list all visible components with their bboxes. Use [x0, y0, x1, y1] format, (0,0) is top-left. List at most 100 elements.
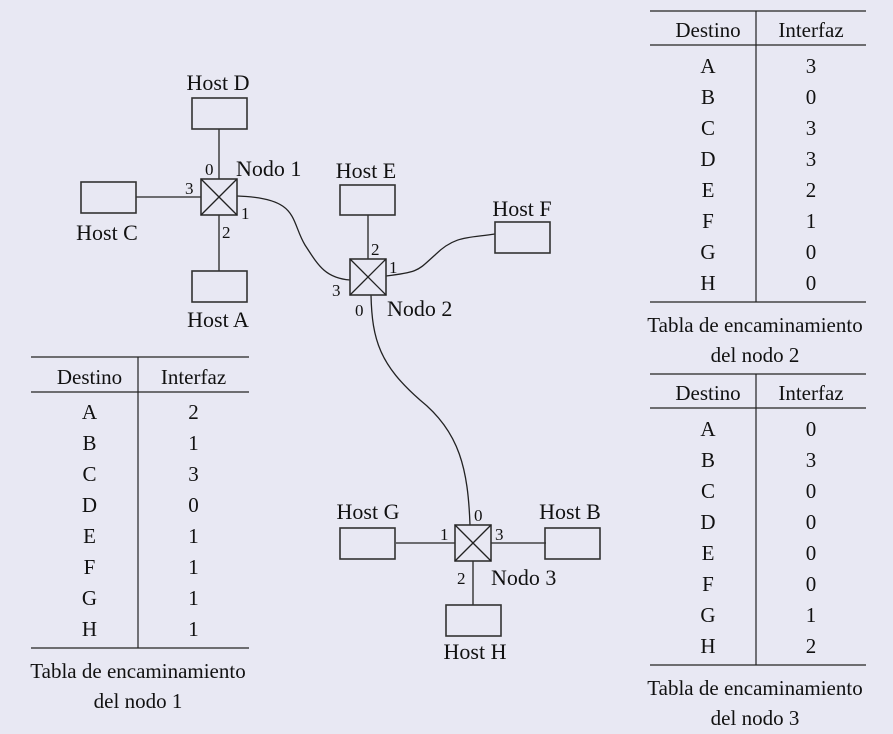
host-h: Host H [444, 604, 507, 664]
cell-destino: G [82, 586, 97, 610]
cell-destino: C [701, 479, 715, 503]
cell-interfaz: 2 [188, 400, 199, 424]
header-destino: Destino [675, 18, 740, 42]
node-1-port-2: 2 [222, 223, 231, 242]
host-e-box [339, 184, 396, 216]
node-2-cross-icon [349, 258, 387, 296]
node-1-port-1: 1 [241, 204, 250, 223]
node-3-box [454, 524, 492, 562]
host-b: Host B [539, 499, 601, 560]
table-caption-line1: Tabla de encaminamiento [647, 313, 862, 337]
cell-destino: E [702, 541, 715, 565]
cell-interfaz: 0 [806, 85, 817, 109]
cell-destino: C [82, 462, 96, 486]
cell-destino: B [701, 85, 715, 109]
host-f: Host F [492, 196, 552, 254]
table-caption-line2: del nodo 3 [711, 706, 800, 730]
host-a-box [191, 270, 248, 303]
host-g-box [339, 527, 396, 560]
cell-destino: B [82, 431, 96, 455]
cell-interfaz: 3 [806, 147, 817, 171]
cell-destino: H [700, 634, 715, 658]
host-g-label: Host G [337, 499, 400, 524]
cell-interfaz: 0 [188, 493, 199, 517]
table-caption-line1: Tabla de encaminamiento [30, 659, 245, 683]
node-3-cross-icon [454, 524, 492, 562]
cell-destino: C [701, 116, 715, 140]
cell-destino: F [702, 572, 714, 596]
cell-interfaz: 2 [806, 178, 817, 202]
cell-destino: G [700, 240, 715, 264]
cell-destino: H [82, 617, 97, 641]
cell-interfaz: 3 [806, 116, 817, 140]
node-3-port-2: 2 [457, 569, 466, 588]
cell-interfaz: 0 [806, 271, 817, 295]
header-interfaz: Interfaz [778, 18, 843, 42]
cell-interfaz: 1 [188, 524, 199, 548]
cell-destino: A [82, 400, 98, 424]
node-3-port-0: 0 [474, 506, 483, 525]
host-f-label: Host F [492, 196, 551, 221]
host-b-label: Host B [539, 499, 601, 524]
host-d-label: Host D [187, 70, 250, 95]
host-h-label: Host H [444, 639, 507, 664]
host-b-box [544, 527, 601, 560]
host-d-box [191, 97, 248, 130]
cell-interfaz: 1 [188, 586, 199, 610]
cell-interfaz: 0 [806, 479, 817, 503]
node-1-label: Nodo 1 [236, 156, 301, 181]
cell-destino: D [700, 147, 715, 171]
node-3: Nodo 3 0 1 2 3 [440, 506, 556, 590]
header-destino: Destino [675, 381, 740, 405]
cell-interfaz: 3 [806, 54, 817, 78]
node-2-box [349, 258, 387, 296]
cell-destino: E [83, 524, 96, 548]
cell-interfaz: 0 [806, 572, 817, 596]
node-1-box [200, 178, 238, 216]
cell-interfaz: 1 [806, 603, 817, 627]
cell-interfaz: 3 [806, 448, 817, 472]
link-n1-n2 [236, 195, 351, 281]
table-caption-line1: Tabla de encaminamiento [647, 676, 862, 700]
node-3-port-3: 3 [495, 525, 504, 544]
node-1: Nodo 1 0 1 2 3 [185, 156, 301, 242]
cell-interfaz: 1 [188, 431, 199, 455]
host-e: Host E [336, 158, 396, 216]
cell-interfaz: 1 [188, 555, 199, 579]
cell-destino: D [700, 510, 715, 534]
link-n2-n3 [370, 294, 471, 526]
node-3-port-1: 1 [440, 525, 449, 544]
node-2-port-2: 2 [371, 240, 380, 259]
node-2: Nodo 2 0 1 2 3 [332, 240, 452, 321]
cell-destino: F [84, 555, 96, 579]
links [136, 129, 546, 605]
node-2-port-1: 1 [389, 258, 398, 277]
hosts: Host D Host C Host A Host E Host F Host … [76, 70, 601, 664]
cell-interfaz: 1 [188, 617, 199, 641]
link-n2-hostF [385, 233, 496, 277]
node-2-port-3: 3 [332, 281, 341, 300]
cell-destino: G [700, 603, 715, 627]
cell-destino: A [700, 54, 716, 78]
